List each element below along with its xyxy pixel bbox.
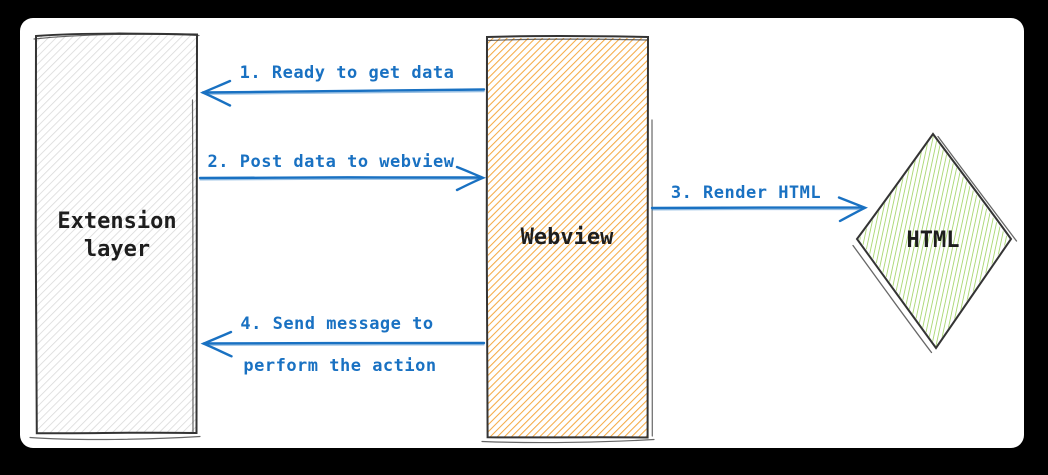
arrow-step2-line — [198, 176, 483, 180]
arrow-step4-head — [200, 330, 233, 358]
arrow-step4-label-line2: perform the action — [243, 356, 437, 376]
html-sketch-echo — [852, 135, 1018, 354]
extension-layer-fill — [36, 35, 197, 433]
arrow-step4 — [200, 330, 486, 358]
arrow-step1-line-echo — [205, 90, 485, 95]
arrow-step4-label-line1: 4. Send message to — [240, 314, 434, 334]
extension-layer-node — [29, 32, 201, 441]
arrow-step3 — [650, 196, 868, 223]
arrow-step2-head — [455, 165, 487, 192]
arrow-step2 — [198, 165, 487, 192]
html-label: HTML — [906, 228, 960, 253]
arrow-step2-line-echo — [199, 178, 479, 181]
html-fill — [859, 136, 1009, 346]
arrow-step1-label: 1. Ready to get data — [239, 63, 455, 83]
webview-border — [485, 35, 650, 439]
arrow-step3-head — [837, 196, 868, 223]
arrow-step3-label: 3. Render HTML — [670, 183, 822, 203]
html-border — [855, 132, 1013, 350]
webview-label: Webview — [520, 225, 614, 250]
webview-sketch-echo — [481, 38, 655, 444]
arrow-step1-head — [200, 79, 232, 107]
webview-fill — [488, 38, 647, 437]
extension-layer-sketch-echo — [29, 33, 201, 441]
html-node — [852, 132, 1018, 354]
arrow-step2-label: 2. Post data to webview — [207, 152, 455, 172]
webview-node — [481, 35, 655, 444]
arrow-step1 — [200, 79, 486, 107]
extension-layer-label: Extension layer — [57, 209, 177, 262]
arrow-step1-line — [201, 88, 486, 94]
